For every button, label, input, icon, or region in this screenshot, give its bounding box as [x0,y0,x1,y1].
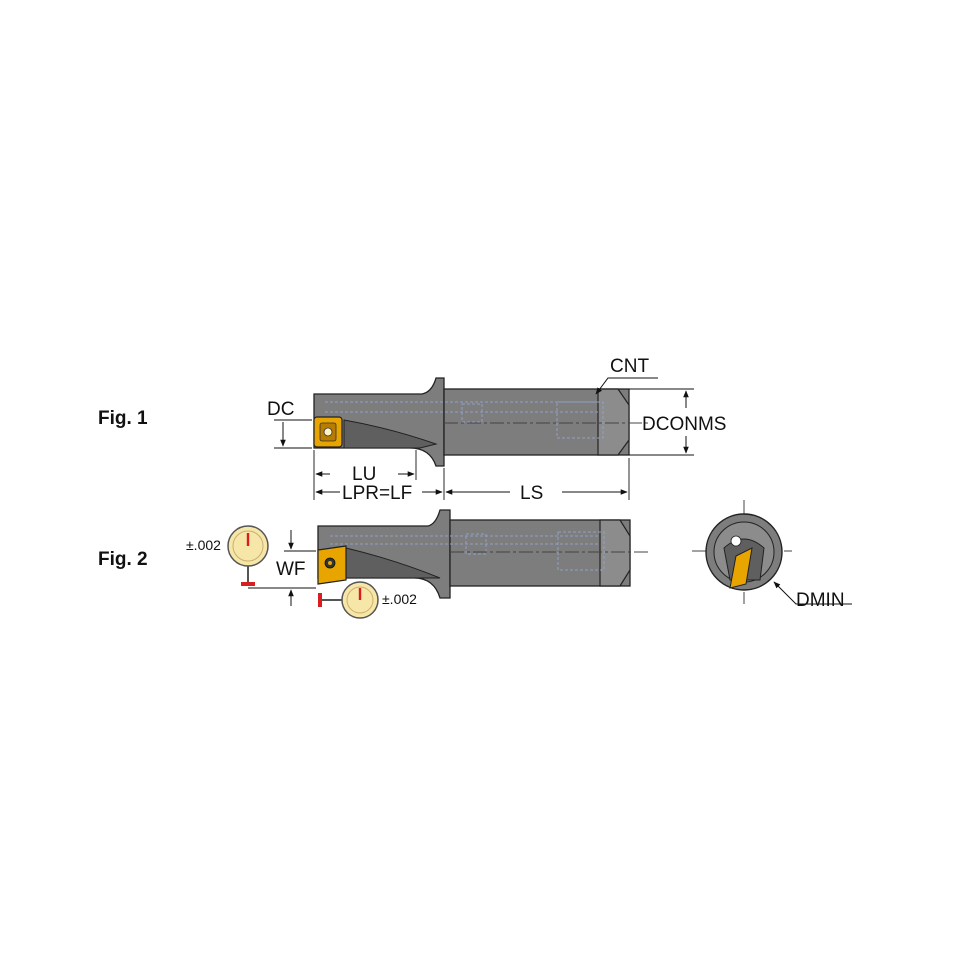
fig2-tool [317,509,650,599]
wf-label: WF [276,559,306,580]
dial-indicator-icon-upper [227,525,269,586]
cnt-label: CNT [610,356,649,377]
fig1-tool [313,377,650,467]
fig1-label: Fig. 1 [98,408,148,429]
dconms-label: DCONMS [642,414,726,435]
ls-label: LS [520,483,543,504]
tolerance-lower: ±.002 [382,591,417,607]
tolerance-upper: ±.002 [186,537,221,553]
dial-indicator-icon-lower [318,581,379,619]
fig1-insert-icon [313,416,343,448]
fig2-label: Fig. 2 [98,549,148,570]
dc-label: DC [267,399,294,420]
lu-label: LU [352,464,376,485]
fig2-insert-icon [317,545,347,585]
end-view [692,500,792,604]
lpr-lf-label: LPR=LF [342,483,412,504]
dmin-label: DMIN [796,590,845,611]
